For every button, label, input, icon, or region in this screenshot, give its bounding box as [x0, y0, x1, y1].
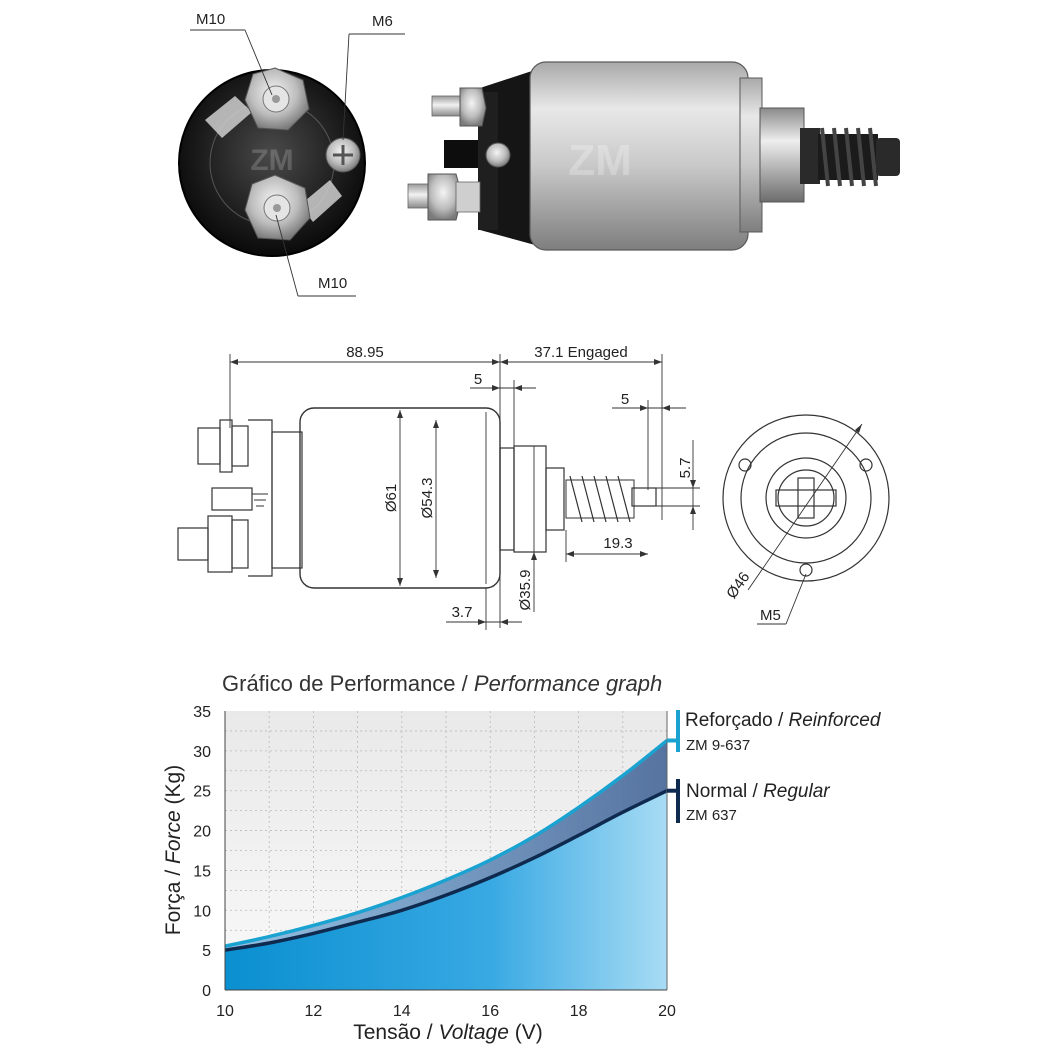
y-tick-label: 30	[193, 744, 211, 761]
legend-regular: Normal / Regular ZM 637	[667, 779, 830, 824]
dim-overall-length: 88.95	[346, 344, 384, 361]
x-tick-label: 16	[481, 1003, 499, 1020]
y-tick-label: 0	[202, 983, 211, 1000]
chart-title: Gráfico de Performance / Performance gra…	[222, 671, 662, 696]
legend-reinforced: Reforçado / Reinforced ZM 9-637	[667, 710, 882, 754]
grid	[225, 711, 667, 990]
y-tick-label: 15	[193, 863, 211, 880]
label-small-terminal: M6	[372, 13, 393, 30]
y-axis-ticks: 0 5 10 15 20 25 30 35	[193, 704, 211, 1000]
x-tick-label: 20	[658, 1003, 676, 1020]
legend-regular-name: Normal / Regular	[686, 781, 830, 802]
small-terminal-screw	[325, 137, 361, 173]
technical-drawing-front: Ø46 M5	[722, 414, 890, 625]
x-axis-ticks: 10 12 14 16 18 20	[216, 1003, 676, 1020]
y-tick-label: 25	[193, 784, 211, 801]
x-tick-label: 18	[570, 1003, 588, 1020]
legend-reinforced-name: Reforçado / Reinforced	[685, 710, 882, 731]
dim-spring-length: 19.3	[603, 535, 632, 552]
label-top-terminal: M10	[196, 11, 225, 28]
side-view-photo: ZM	[407, 61, 900, 251]
legend-reinforced-code: ZM 9-637	[686, 737, 750, 754]
x-tick-label: 12	[305, 1003, 323, 1020]
watermark-logo: ZM	[250, 144, 293, 177]
performance-chart: Gráfico de Performance / Performance gra…	[162, 671, 882, 1044]
dim-body-diameter: Ø61	[383, 484, 400, 512]
dim-collar-width: 5	[474, 371, 482, 388]
dim-collar-diameter: Ø35.9	[517, 570, 534, 611]
dim-engaged-travel: 37.1 Engaged	[534, 344, 627, 361]
end-view-photo: ZM	[178, 67, 366, 257]
dim-bolt-circle: Ø46	[723, 569, 753, 602]
label-bottom-terminal: M10	[318, 275, 347, 292]
dim-flange-thread: M5	[760, 607, 781, 624]
dim-plunger-slot: 5.7	[677, 458, 694, 479]
watermark-logo-side: ZM	[568, 136, 632, 185]
photo-callouts: M10 M6 M10	[190, 11, 405, 297]
y-tick-label: 20	[193, 824, 211, 841]
series-line-regular	[225, 789, 667, 952]
technical-drawing-side: 88.95 37.1 Engaged 5 5 5.7	[177, 344, 700, 630]
x-tick-label: 10	[216, 1003, 234, 1020]
legend-regular-code: ZM 637	[686, 807, 737, 824]
x-tick-label: 14	[393, 1003, 411, 1020]
series-line-reinforced	[225, 739, 667, 948]
y-tick-label: 35	[193, 704, 211, 721]
dim-inner-diameter: Ø54.3	[419, 478, 436, 519]
y-axis-label: Força / Force (Kg)	[162, 765, 185, 935]
x-axis-label: Tensão / Voltage (V)	[353, 1021, 543, 1044]
bottom-terminal-nut	[244, 174, 311, 241]
y-tick-label: 10	[193, 903, 211, 920]
dim-plunger-tip: 5	[621, 391, 629, 408]
dim-flange-thickness: 3.7	[452, 604, 473, 621]
plunger-spring	[818, 127, 878, 187]
top-terminal-nut	[244, 67, 310, 131]
area-regular	[225, 790, 667, 990]
y-tick-label: 5	[202, 943, 211, 960]
